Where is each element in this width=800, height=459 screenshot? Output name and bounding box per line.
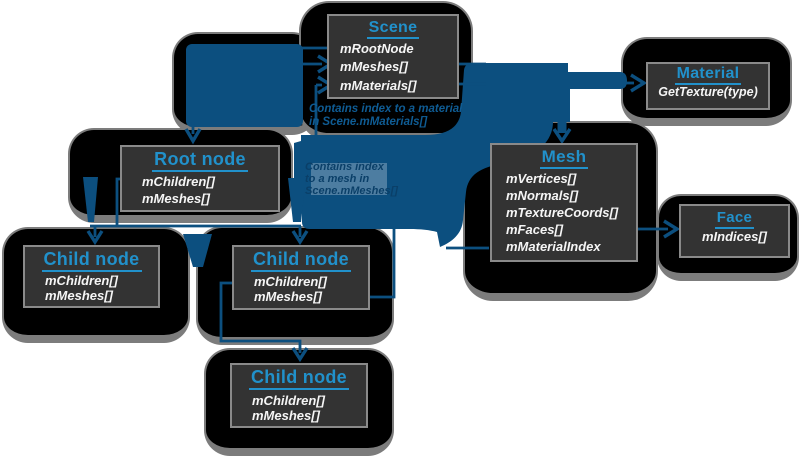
face-box: Face mIndices[] bbox=[679, 204, 790, 258]
child-node-left-box: Child node mChildren[] mMeshes[] bbox=[23, 245, 160, 308]
face-title: Face bbox=[681, 209, 788, 229]
mesh-member: mVertices[] bbox=[506, 171, 577, 186]
lines-child-mchildren bbox=[219, 281, 302, 353]
thick-arrow-wedge-left bbox=[83, 177, 98, 222]
arrowhead-into-material bbox=[630, 73, 648, 93]
child-node-title: Child node bbox=[25, 249, 158, 272]
mesh-index-note: Contains index to a mesh in Scene.mMeshe… bbox=[305, 161, 398, 197]
scene-member: mMeshes[] bbox=[340, 59, 408, 74]
scene-member: mMaterials[] bbox=[340, 78, 417, 93]
mesh-member: mMaterialIndex bbox=[506, 239, 601, 254]
mesh-note-highlight-panel bbox=[311, 163, 387, 195]
lines-scene-right bbox=[457, 62, 486, 86]
child-node-bottom-box: Child node mChildren[] mMeshes[] bbox=[230, 363, 368, 428]
face-member: mIndices[] bbox=[701, 229, 767, 244]
mesh-box: Mesh mVertices[] mNormals[] mTextureCoor… bbox=[490, 143, 638, 262]
material-title: Material bbox=[648, 65, 768, 85]
root-node-title: Root node bbox=[122, 149, 278, 172]
child-node-member: mMeshes[] bbox=[254, 289, 322, 304]
arrowhead-into-child-left bbox=[86, 230, 104, 246]
mesh-member: mNormals[] bbox=[506, 188, 579, 203]
material-index-note: Contains index to a material in Scene.mM… bbox=[309, 103, 463, 128]
scene-member: mRootNode bbox=[340, 41, 414, 56]
root-node-member: mMeshes[] bbox=[142, 191, 210, 206]
child-node-member: mMeshes[] bbox=[45, 288, 113, 303]
lines-root-mchildren bbox=[90, 177, 302, 237]
arrowhead-into-child-middle bbox=[291, 230, 309, 246]
mesh-title: Mesh bbox=[492, 147, 636, 169]
root-node-member: mChildren[] bbox=[142, 174, 215, 189]
child-node-member: mChildren[] bbox=[254, 274, 327, 289]
scene-title: Scene bbox=[329, 19, 457, 39]
scene-box: Scene mRootNode mMeshes[] mMaterials[] bbox=[327, 14, 459, 99]
child-node-middle-box: Child node mChildren[] mMeshes[] bbox=[232, 245, 370, 310]
arrowhead-into-face bbox=[663, 219, 681, 239]
arrowhead-into-mesh bbox=[552, 128, 572, 145]
child-node-member: mChildren[] bbox=[45, 273, 118, 288]
thick-arrow-wedge-right bbox=[288, 178, 306, 222]
mesh-member: mFaces[] bbox=[506, 222, 564, 237]
central-connector-mass bbox=[294, 63, 627, 247]
mesh-member: mTextureCoords[] bbox=[506, 205, 619, 220]
arrowhead-into-child-bottom bbox=[291, 347, 309, 363]
child-node-member: mChildren[] bbox=[252, 393, 325, 408]
feed-scene-mmaterials bbox=[314, 83, 322, 140]
rootnode-pointer-mass bbox=[186, 44, 303, 127]
root-node-box: Root node mChildren[] mMeshes[] bbox=[120, 145, 280, 212]
child-node-title: Child node bbox=[234, 249, 368, 272]
child-node-title: Child node bbox=[232, 367, 366, 390]
arrowhead-into-rootnode bbox=[184, 128, 202, 145]
material-member: GetTexture(type) bbox=[658, 85, 758, 99]
material-box: Material GetTexture(type) bbox=[646, 62, 770, 110]
thick-arrow-wedge-middle bbox=[183, 234, 212, 267]
child-node-member: mMeshes[] bbox=[252, 408, 320, 423]
